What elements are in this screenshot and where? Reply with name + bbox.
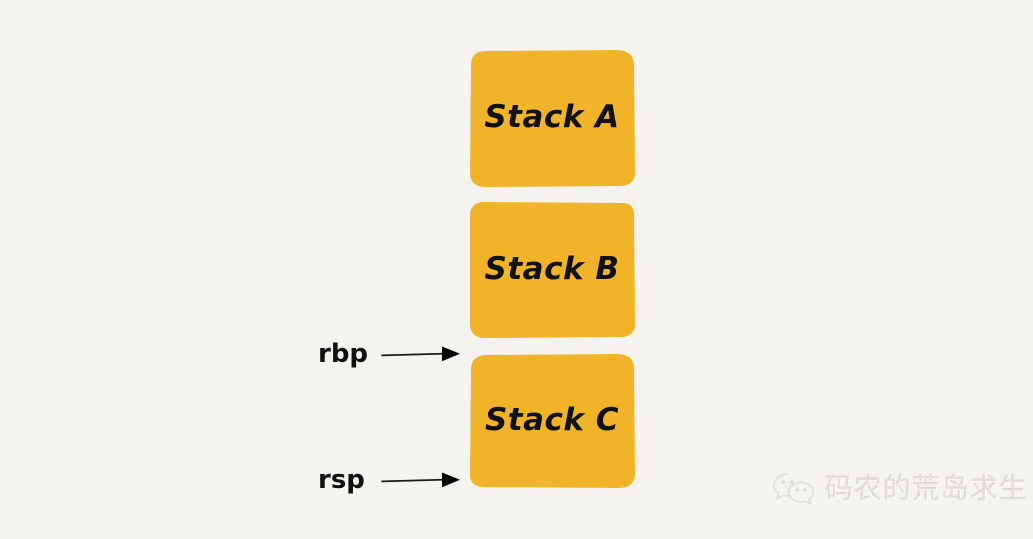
watermark: 码农的荒岛求生 bbox=[772, 470, 1028, 508]
stack-box-a: Stack A bbox=[468, 48, 636, 188]
wechat-icon bbox=[773, 473, 815, 506]
pointer-rbp: rbp bbox=[318, 334, 463, 374]
arrow-right-icon bbox=[381, 346, 460, 362]
stack-box-b-label: Stack B bbox=[484, 251, 620, 287]
stack-box-c-label: Stack C bbox=[484, 402, 620, 438]
rounded-rect-shape bbox=[470, 50, 635, 187]
rounded-rect-shape bbox=[470, 202, 635, 338]
stack-box-c: Stack C bbox=[468, 352, 636, 490]
pointer-rsp-label: rsp bbox=[318, 465, 365, 495]
stack-box-b: Stack B bbox=[468, 200, 636, 340]
rounded-rect-shape bbox=[470, 354, 635, 488]
stack-box-a-label: Stack A bbox=[484, 99, 620, 135]
watermark-text: 码农的荒岛求生 bbox=[825, 472, 1029, 505]
pointer-rsp: rsp bbox=[318, 460, 463, 500]
arrow-right-icon bbox=[381, 472, 460, 488]
pointer-rbp-label: rbp bbox=[318, 339, 369, 369]
